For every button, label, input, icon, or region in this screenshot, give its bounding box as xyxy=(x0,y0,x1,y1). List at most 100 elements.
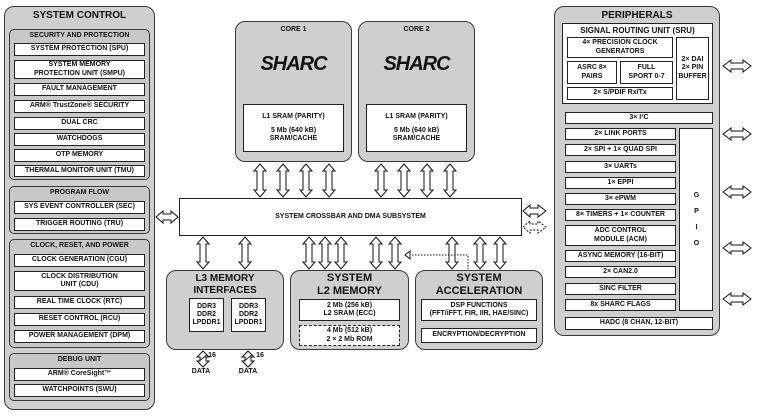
l3-arrow-1 xyxy=(195,236,211,270)
dsp-functions-block: DSP FUNCTIONS (FFT/iFFT, FIR, IIR, HAE/S… xyxy=(421,299,537,321)
core2-sram-size: 5 Mb (640 kB) xyxy=(393,126,440,134)
core2-arrow-3 xyxy=(419,163,435,198)
l2-rom-label: 2 × 2 Mb ROM xyxy=(326,335,373,343)
otp-memory-block: OTP MEMORY xyxy=(14,149,145,162)
l3-title-line1: L3 MEMORY xyxy=(195,273,255,284)
l2-sram-ecc: L2 SRAM (ECC) xyxy=(323,310,376,317)
spi-block: 2× SPI + 1× QUAD SPI xyxy=(565,144,676,156)
full-sport-block: FULL SPORT 0-7 xyxy=(620,61,673,84)
acm-block: ADC CONTROL MODULE (ACM) xyxy=(565,225,676,246)
data-label-2: DATA xyxy=(238,368,258,375)
peripherals-external-arrow-2 xyxy=(722,185,752,199)
sru-external-arrow xyxy=(722,59,752,73)
crossbar-peripherals-arrow xyxy=(522,203,547,219)
core2-title: CORE 2 xyxy=(403,26,430,33)
sru-title: SIGNAL ROUTING UNIT (SRU) xyxy=(580,26,695,35)
system-control-title: SYSTEM CONTROL xyxy=(32,10,127,21)
core1-sram-cache: SRAM/CACHE xyxy=(269,135,318,143)
watchdogs-block: WATCHDOGS xyxy=(14,133,145,146)
ddr2-ddr3: DDR3 xyxy=(238,302,259,310)
l2-rom-block: 4 Mb (512 kB) 2 × 2 Mb ROM xyxy=(299,325,400,346)
core1-arrow-1 xyxy=(252,163,268,198)
gpio-label: G P I O xyxy=(693,191,701,248)
l2-arrow-5 xyxy=(387,236,403,270)
core2-arrow-2 xyxy=(396,163,412,198)
l3-ddr-block-1: DDR3 DDR2 LPDDR1 xyxy=(189,298,224,332)
trustzone-block: ARM® TrustZone® SECURITY xyxy=(14,100,145,113)
crossbar-peripherals-dashed-arrow xyxy=(522,219,547,235)
security-header: SECURITY AND PROTECTION xyxy=(29,32,130,39)
cgu-block: CLOCK GENERATION (CGU) xyxy=(14,254,145,267)
core2-sram-cache: SRAM/CACHE xyxy=(392,135,441,143)
dai-pin-buffer-block: 2× DAI 2× PIN BUFFER xyxy=(676,37,709,100)
rcu-block: RESET CONTROL (RCU) xyxy=(14,313,145,326)
i2c-block: 3× I²C xyxy=(565,112,713,124)
l3-ddr-block-2: DDR3 DDR2 LPDDR1 xyxy=(231,298,266,332)
core2-l1-sram: L1 SRAM (PARITY) 5 Mb (640 kB) SRAM/CACH… xyxy=(366,104,467,152)
l2-accel-dotted-link xyxy=(409,254,469,269)
core2-arrow-4 xyxy=(442,163,458,198)
l2-accel-dotted-arrowhead xyxy=(404,249,411,261)
sec-block: SYS EVENT CONTROLLER (SEC) xyxy=(14,201,145,214)
l2-title-line1: SYSTEM xyxy=(326,272,373,284)
core1-title: CORE 1 xyxy=(280,26,307,33)
dsp-functions-list: (FFT/iFFT, FIR, IIR, HAE/SINC) xyxy=(429,310,529,317)
core1-arrow-2 xyxy=(275,163,291,198)
clock-generators-block: 4× PRECISION CLOCK GENERATORS xyxy=(567,37,673,58)
timers-block: 8× TIMERS + 1× COUNTER xyxy=(565,209,676,221)
bus-slash-2 xyxy=(243,354,253,362)
ddr1-ddr2: DDR2 xyxy=(196,310,217,318)
core2-sharc-logo: SHARC xyxy=(383,53,450,75)
accel-arrow-2 xyxy=(472,236,488,270)
peripherals-title: PERIPHERALS xyxy=(601,10,673,21)
l3-arrow-2 xyxy=(237,236,253,270)
smpu-block: SYSTEM MEMORY PROTECTION UNIT (SMPU) xyxy=(14,60,145,79)
hadc-block: HADC (8 CHAN, 12-BIT) xyxy=(565,317,713,330)
rtc-block: REAL TIME CLOCK (RTC) xyxy=(14,296,145,309)
bus-width-label-1: 16 xyxy=(208,352,216,359)
link-ports-external-arrow xyxy=(722,127,752,141)
spdif-block: 2× S/PDIF Rx/Tx xyxy=(567,87,673,100)
core1-sram-size: 5 Mb (640 kB) xyxy=(270,126,317,134)
peripherals-external-arrow-4 xyxy=(722,292,752,306)
swu-block: WATCHPOINTS (SWU) xyxy=(14,384,145,397)
async-memory-block: ASYNC MEMORY (16-BIT) xyxy=(565,250,676,262)
l2-rom-size: 4 Mb (512 kB) xyxy=(326,327,373,335)
spu-block: SYSTEM PROTECTION (SPU) xyxy=(14,43,145,56)
data-label-1: DATA xyxy=(191,368,211,375)
tmu-block: THERMAL MONITOR UNIT (TMU) xyxy=(14,165,145,177)
sinc-filter-block: SINC FILTER xyxy=(565,283,676,295)
l2-title-line2: L2 MEMORY xyxy=(317,285,382,297)
core1-sharc-logo: SHARC xyxy=(260,53,327,75)
uarts-block: 3× UARTs xyxy=(565,161,676,173)
l2-arrow-3 xyxy=(333,236,349,270)
ddr1-lpddr1: LPDDR1 xyxy=(192,319,221,327)
l2-sram-size: 2 Mb (256 kB) xyxy=(326,301,373,309)
syscontrol-crossbar-arrow xyxy=(155,209,179,225)
clock-header: CLOCK, RESET, AND POWER xyxy=(30,242,129,249)
dpm-block: POWER MANAGEMENT (DPM) xyxy=(14,330,145,343)
fault-management-block: FAULT MANAGEMENT xyxy=(14,83,145,96)
gpio-block: G P I O xyxy=(679,128,713,311)
sharc-flags-block: 8x SHARC FLAGS xyxy=(565,299,676,311)
accel-arrow-1 xyxy=(444,236,460,270)
accel-title-line1: SYSTEM xyxy=(456,272,502,284)
encryption-block: ENCRYPTION/DECRYPTION xyxy=(421,328,537,343)
accel-arrow-3 xyxy=(492,236,508,270)
cdu-block: CLOCK DISTRIBUTION UNIT (CDU) xyxy=(14,271,145,291)
link-ports-block: 2× LINK PORTS xyxy=(565,128,676,140)
ddr1-ddr3: DDR3 xyxy=(196,302,217,310)
core1-l1-sram: L1 SRAM (PARITY) 5 Mb (640 kB) SRAM/CACH… xyxy=(243,104,344,152)
core1-arrow-3 xyxy=(298,163,314,198)
core1-arrow-4 xyxy=(321,163,337,198)
eppi-block: 1× EPPI xyxy=(565,177,676,189)
l2-sram-block: 2 Mb (256 kB) L2 SRAM (ECC) xyxy=(299,299,400,321)
accel-title-line2: ACCELERATION xyxy=(435,285,523,297)
ddr2-lpddr1: LPDDR1 xyxy=(234,319,263,327)
coresight-block: ARM® CoreSight™ xyxy=(14,368,145,381)
ddr2-ddr2: DDR2 xyxy=(238,310,259,318)
bus-width-label-2: 16 xyxy=(256,352,264,359)
core1-sram-label: L1 SRAM (PARITY) xyxy=(262,112,325,120)
tru-block: TRIGGER ROUTING (TRU) xyxy=(14,218,145,231)
